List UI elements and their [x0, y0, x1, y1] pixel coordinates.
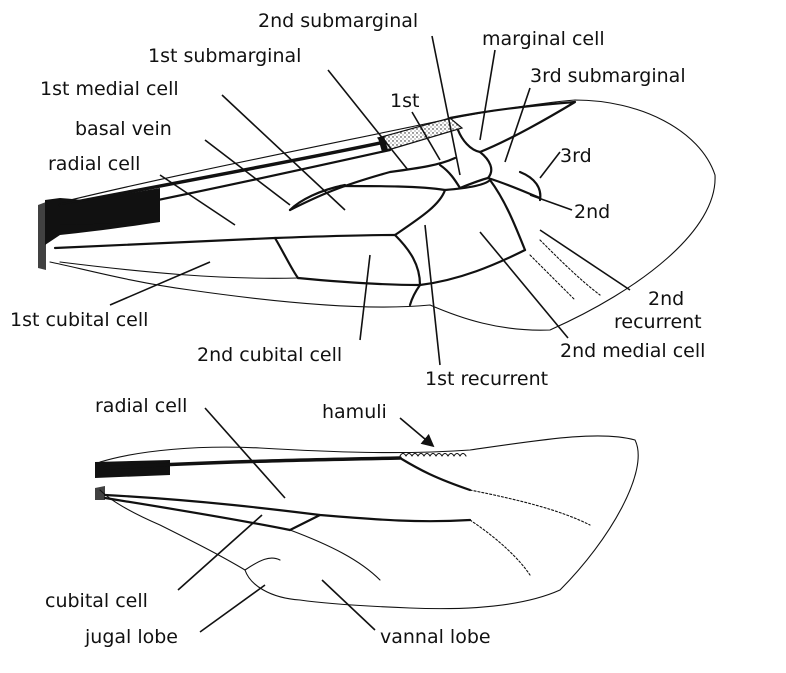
- stigma-mark: [378, 136, 388, 152]
- forewing-base-hatch: [38, 202, 46, 270]
- leader-1st-recurrent: [424, 224, 441, 366]
- leader-hw-radial: [204, 407, 286, 499]
- label-cubital-cell: cubital cell: [45, 590, 148, 612]
- label-hw-radial-cell: radial cell: [95, 395, 187, 417]
- label-jugal-lobe: jugal lobe: [84, 626, 178, 648]
- hindwing-base-hatch: [95, 486, 105, 500]
- label-3rd: 3rd: [560, 145, 592, 167]
- leader-jugal: [199, 584, 266, 633]
- leader-vannal: [321, 579, 376, 631]
- radius-vein: [288, 156, 457, 212]
- label-1st-medial-cell: 1st medial cell: [40, 78, 179, 100]
- second-medial-vein: [393, 233, 527, 287]
- leader-basal-vein: [204, 139, 291, 206]
- label-3rd-submarginal: 3rd submarginal: [530, 65, 686, 87]
- hindwing-radius: [398, 456, 472, 492]
- hindwing-outline: [99, 435, 639, 610]
- submarginal-cross-3: [478, 150, 542, 200]
- label-hamuli: hamuli: [322, 401, 387, 423]
- costal-wedge: [60, 188, 160, 225]
- leader-3rd: [539, 151, 561, 179]
- hindwing-apical-faint-2: [469, 519, 531, 576]
- cubital-vein: [273, 236, 300, 280]
- label-basal-vein: basal vein: [75, 118, 172, 140]
- leader-1st-submarginal: [327, 69, 409, 171]
- label-1st-recurrent: 1st recurrent: [425, 368, 548, 390]
- leader-2nd-cubital: [359, 254, 371, 341]
- leader-3rd-submarginal: [504, 87, 531, 163]
- leader-2nd-submarginal: [431, 35, 461, 176]
- leader-1st-medial: [221, 94, 346, 211]
- label-2nd-cubital-cell: 2nd cubital cell: [197, 344, 342, 366]
- submarginal-cross-1: [338, 184, 447, 237]
- leader-marginal-cell: [479, 49, 496, 141]
- recurrent-1: [443, 178, 492, 192]
- label-radial-cell: radial cell: [48, 153, 140, 175]
- recurrent-2: [488, 178, 527, 252]
- media-vein: [53, 233, 397, 250]
- leader-radial: [159, 174, 236, 226]
- leader-1st: [411, 111, 441, 161]
- third-submarginal-outer: [518, 170, 542, 202]
- label-1st-cubital-cell: 1st cubital cell: [10, 309, 148, 331]
- hindwing-vannal-fold: [289, 529, 381, 581]
- forewing-outline: [49, 99, 716, 331]
- hindwing-jugal-fold: [244, 557, 281, 571]
- apical-faint-1: [539, 239, 601, 296]
- leader-hw-cubital: [177, 514, 263, 591]
- marginal-cell-vein: [448, 100, 577, 154]
- label-2nd-submarginal: 2nd submarginal: [258, 10, 418, 32]
- labels: 2nd submarginal marginal cell 1st submar…: [10, 10, 705, 648]
- label-marginal-cell: marginal cell: [482, 28, 605, 50]
- hindwing-cross: [288, 513, 322, 532]
- apical-faint-2: [529, 254, 576, 301]
- leader-2nd-medial: [479, 231, 569, 339]
- label-2nd-recurrent-1: 2nd: [648, 288, 684, 310]
- basal-vein: [288, 183, 347, 212]
- leader-hamuli: [399, 417, 435, 448]
- label-2nd-recurrent-2: recurrent: [614, 311, 702, 333]
- forewing: [38, 99, 716, 331]
- hindwing-media: [103, 493, 472, 523]
- costal-vein: [58, 140, 387, 207]
- label-1st: 1st: [390, 90, 419, 112]
- label-2nd-medial-cell: 2nd medial cell: [560, 340, 705, 362]
- label-1st-submarginal: 1st submarginal: [148, 45, 301, 67]
- hindwing: [95, 435, 639, 610]
- leader-2nd: [529, 194, 573, 211]
- hindwing-cubitus: [103, 496, 292, 532]
- label-2nd: 2nd: [574, 201, 610, 223]
- hamuli-hooks: [399, 452, 467, 457]
- label-vannal-lobe: vannal lobe: [380, 626, 491, 648]
- cubital-lower: [296, 276, 422, 307]
- hindwing-costal: [103, 456, 402, 470]
- leader-2nd-recurrent: [539, 229, 631, 291]
- hindwing-apical-faint-1: [469, 489, 591, 526]
- leader-1st-cubital: [109, 261, 211, 306]
- leader-lines: [109, 35, 631, 633]
